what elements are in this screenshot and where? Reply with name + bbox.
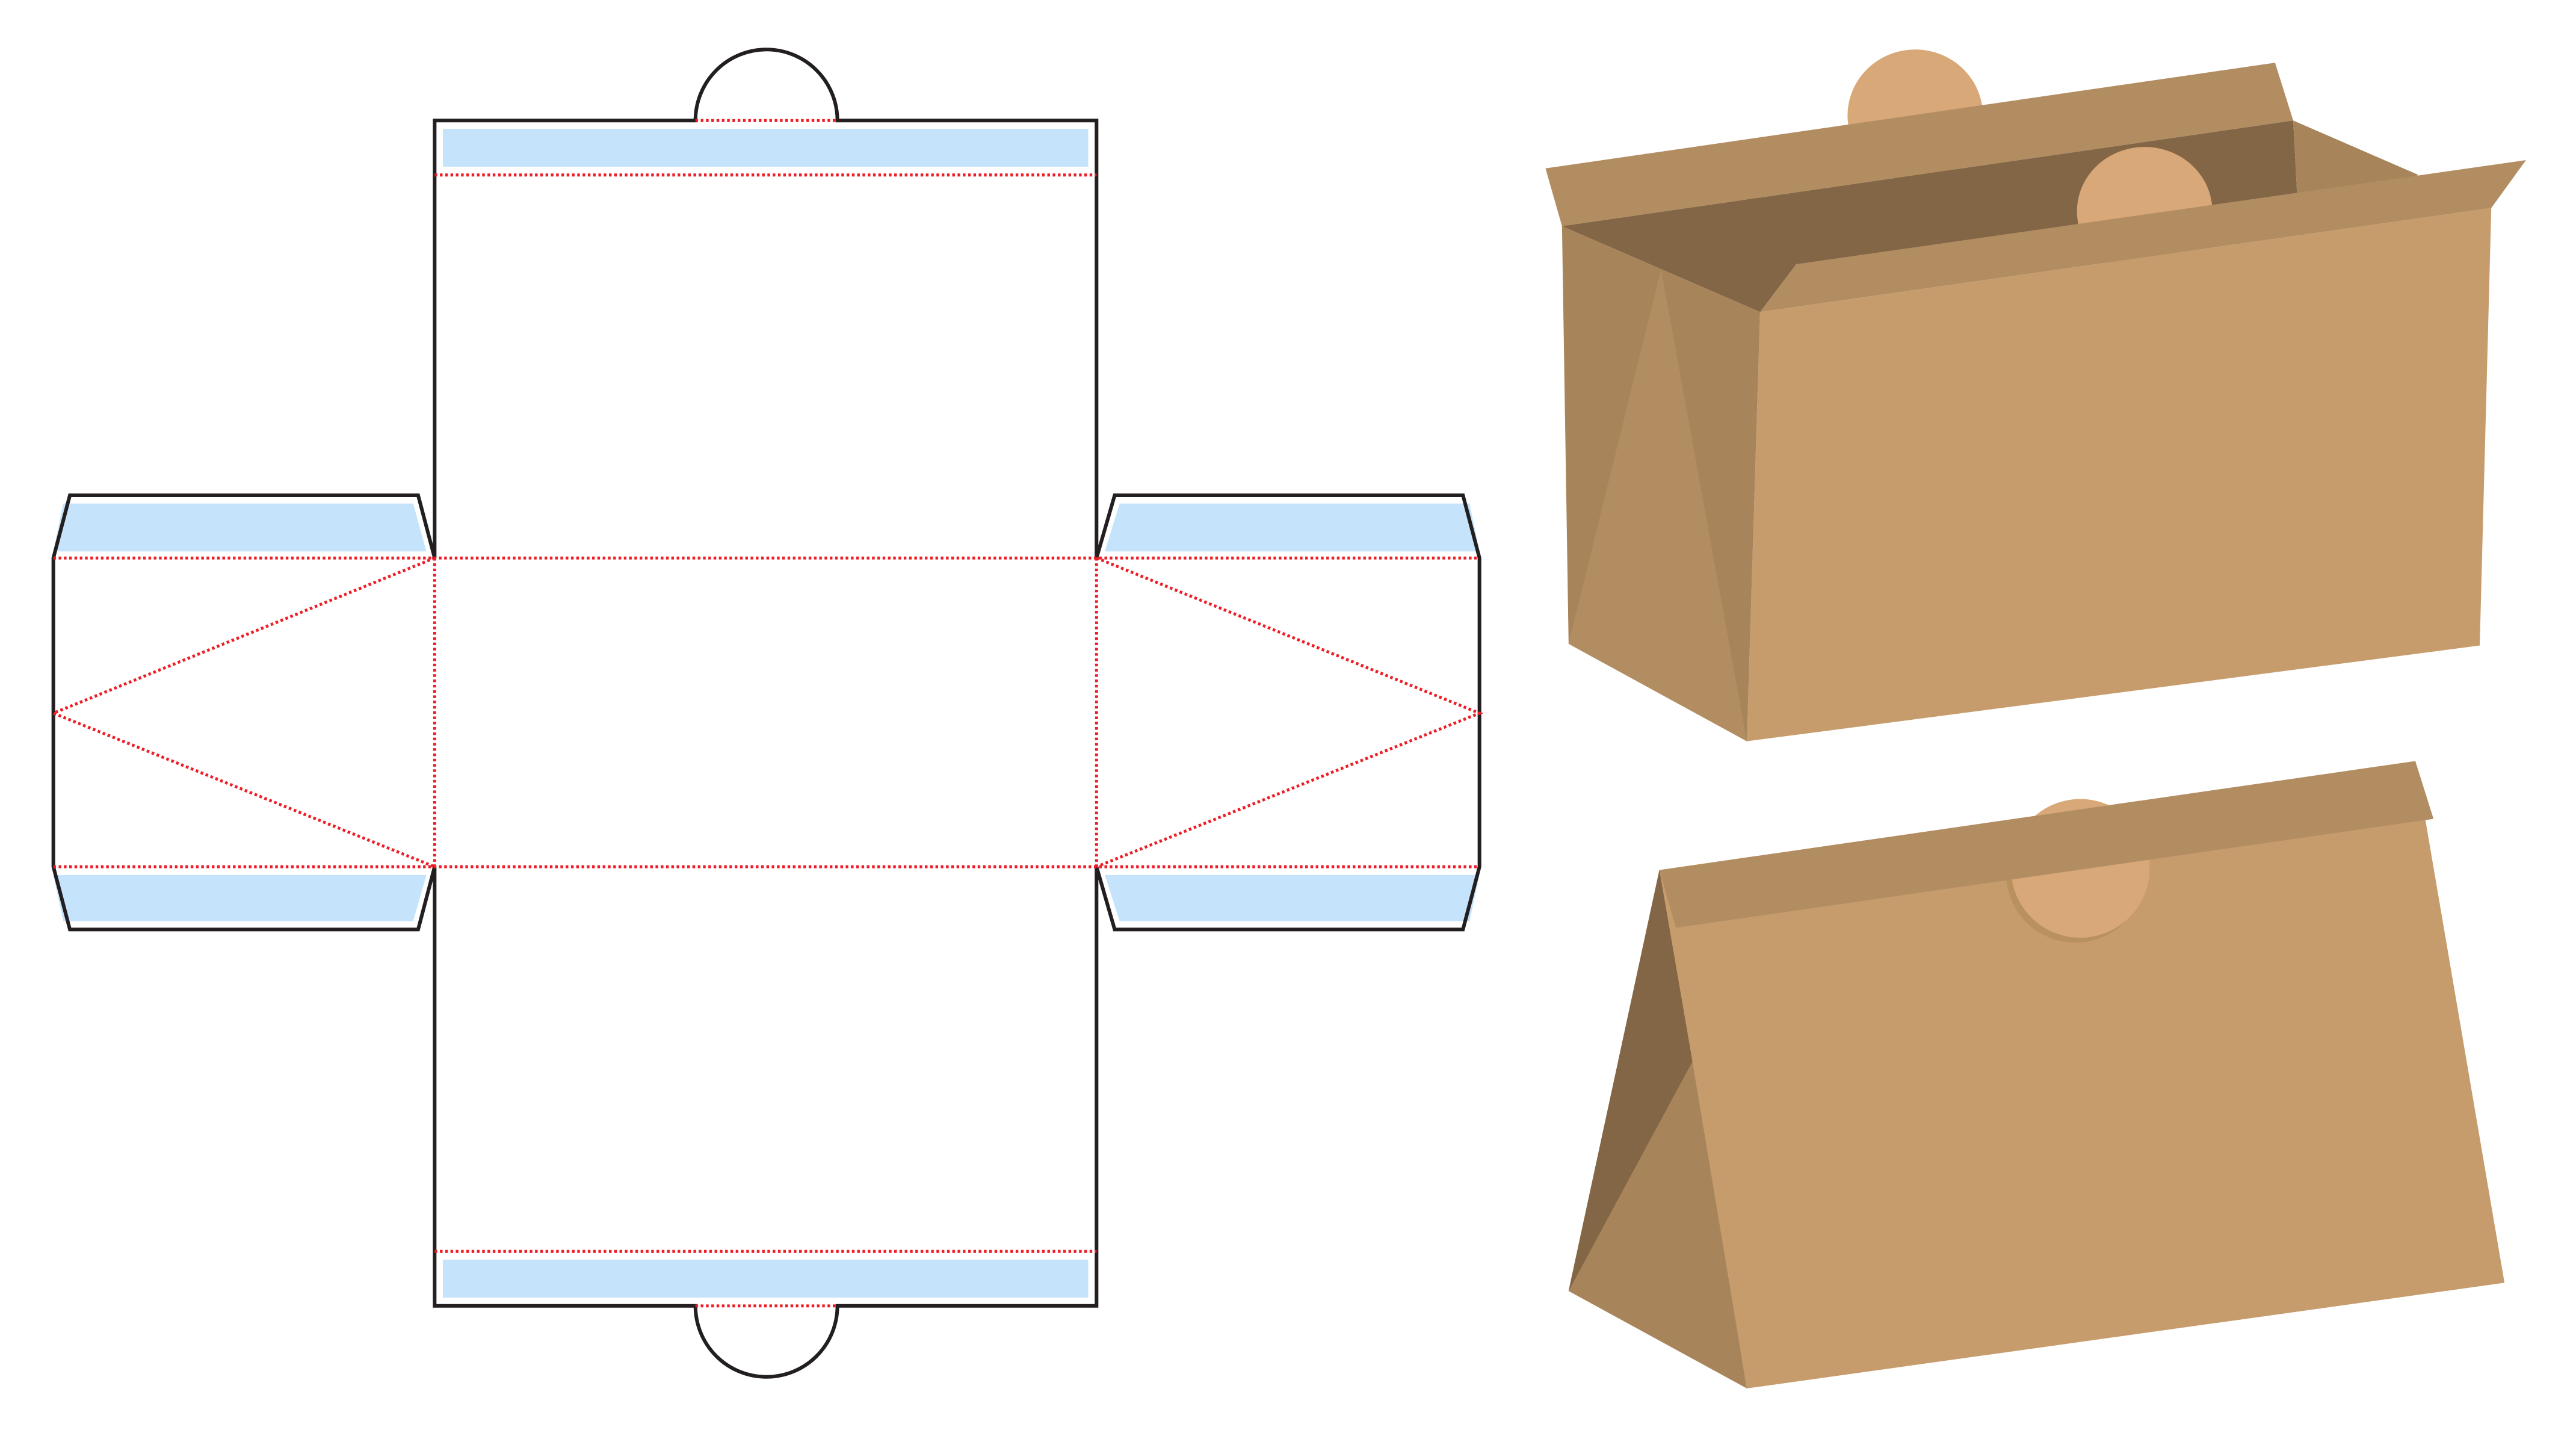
closed-box-3d	[1568, 761, 2505, 1388]
flat-dieline	[49, 48, 1484, 1379]
glue-strip-bottom	[443, 1259, 1089, 1298]
fold-line-left-gusset	[49, 556, 436, 868]
side-gusset	[1568, 870, 1747, 1388]
fold-lines	[49, 119, 1484, 1308]
glue-strip-right-bottom	[1105, 874, 1480, 921]
side-dark-fold	[1568, 870, 1693, 1292]
glue-strips	[53, 128, 1480, 1298]
glue-strip-left-bottom	[53, 874, 427, 921]
front-panel	[1659, 761, 2505, 1388]
fold-line-right-gusset	[1096, 556, 1484, 868]
outer-cut-line	[51, 48, 1481, 1379]
cut-lines	[51, 48, 1481, 1379]
glue-strip-top	[443, 128, 1089, 167]
open-box-3d	[1545, 49, 2526, 741]
front-panel	[1747, 208, 2492, 741]
top-flap	[1659, 761, 2434, 928]
side-gusset	[1568, 269, 1747, 741]
glue-strip-left-top	[53, 503, 427, 552]
back-flap	[1545, 63, 2294, 226]
front-flap	[1760, 160, 2526, 312]
glue-strip-right-top	[1105, 503, 1480, 552]
